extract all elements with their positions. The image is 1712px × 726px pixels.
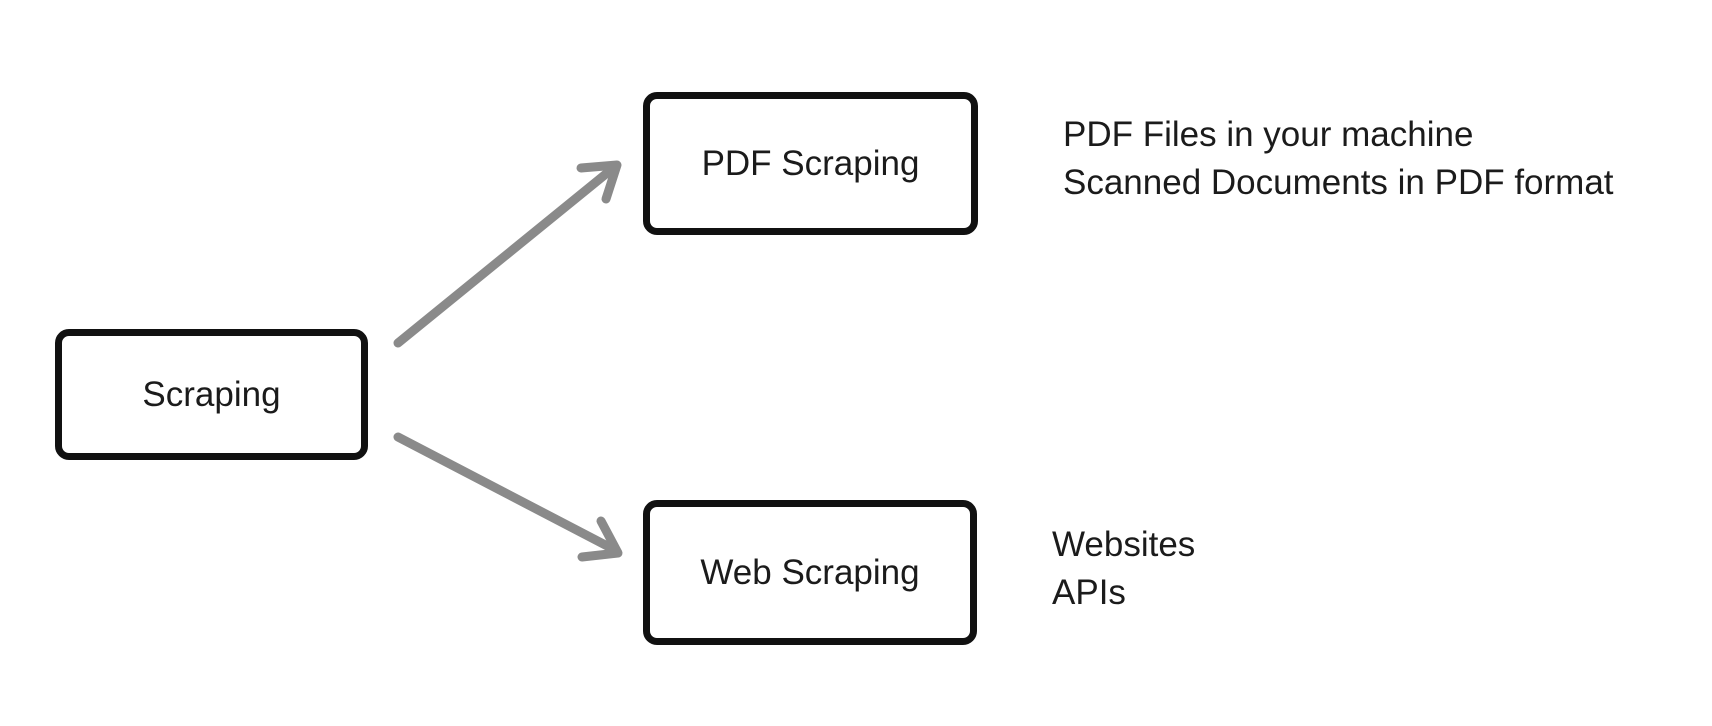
pdf-scraping-annotation-line-2: Scanned Documents in PDF format <box>1063 163 1614 202</box>
node-pdf-scraping-label: PDF Scraping <box>701 143 920 183</box>
node-scraping: Scraping <box>55 329 368 460</box>
arrow-scraping-to-pdf-scraping <box>393 160 622 348</box>
node-web-scraping-label: Web Scraping <box>700 552 920 592</box>
node-pdf-scraping: PDF Scraping <box>643 92 978 235</box>
web-scraping-annotation-line-2: APIs <box>1052 573 1126 612</box>
web-scraping-annotation: Websites APIs <box>1052 521 1195 617</box>
node-scraping-label: Scraping <box>142 374 281 414</box>
pdf-scraping-annotation-line-1: PDF Files in your machine <box>1063 115 1474 154</box>
arrow-scraping-to-web-scraping <box>393 432 623 562</box>
node-web-scraping: Web Scraping <box>643 500 977 645</box>
web-scraping-annotation-line-1: Websites <box>1052 525 1196 564</box>
pdf-scraping-annotation: PDF Files in your machine Scanned Docume… <box>1063 111 1614 207</box>
